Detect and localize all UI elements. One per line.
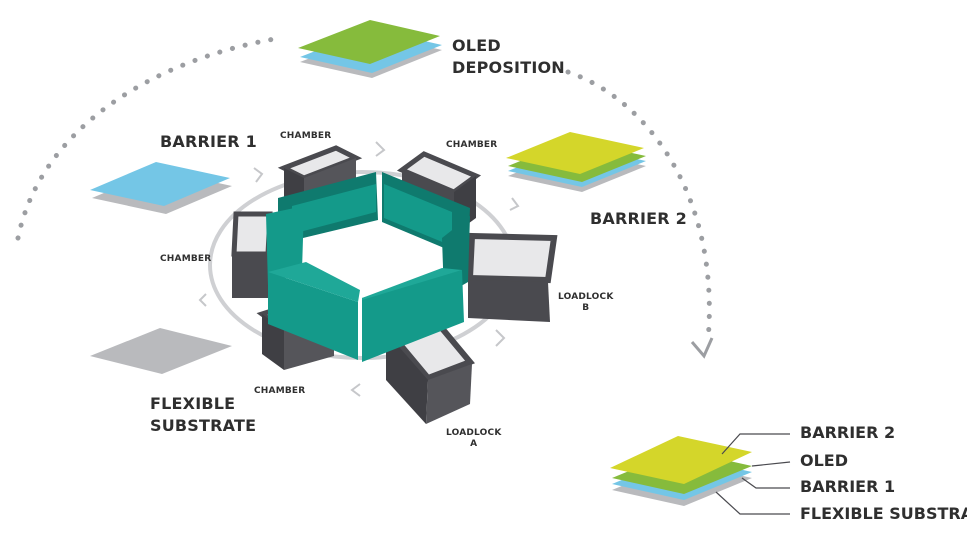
layer-stack-legend-icon xyxy=(610,436,752,506)
loadlock-a-label-line2: A xyxy=(470,439,478,449)
loadlock-a-label-line1: LOADLOCK xyxy=(446,428,502,438)
chamber-label-top-right: CHAMBER xyxy=(446,140,498,150)
flexible-substrate-label: FLEXIBLE SUBSTRATE xyxy=(150,393,256,437)
chamber-label-bottom: CHAMBER xyxy=(254,386,306,396)
legend-flexible-substrate-label: FLEXIBLE SUBSTRATE xyxy=(800,504,967,523)
flexible-substrate-label-line1: FLEXIBLE xyxy=(150,394,236,413)
legend-leader-lines xyxy=(715,433,791,515)
legend-oled-label: OLED xyxy=(800,451,849,470)
loadlock-b-label-line2: B xyxy=(582,303,590,313)
loadlock-b-label: LOADLOCK B xyxy=(558,292,614,314)
legend-barrier2-label: BARRIER 2 xyxy=(800,423,896,442)
loadlock-b-box xyxy=(466,232,558,322)
flexible-substrate-icon xyxy=(90,328,232,374)
oled-deposition-stack-icon xyxy=(298,20,442,78)
barrier2-label: BARRIER 2 xyxy=(590,209,687,228)
chamber-label-top-left: CHAMBER xyxy=(280,131,332,141)
oled-deposition-label: OLED DEPOSITION xyxy=(452,35,565,79)
legend-barrier1-label: BARRIER 1 xyxy=(800,477,896,496)
chamber-left xyxy=(231,211,273,298)
ring-arrows xyxy=(198,141,520,397)
process-arrow-head xyxy=(690,337,714,359)
process-flow-arc xyxy=(15,35,712,343)
flexible-substrate-label-line2: SUBSTRATE xyxy=(150,416,257,435)
barrier1-label: BARRIER 1 xyxy=(160,132,257,151)
loadlock-b-label-line1: LOADLOCK xyxy=(558,292,614,302)
chamber-label-left: CHAMBER xyxy=(160,254,212,264)
central-transfer-module xyxy=(266,172,470,362)
loadlock-a-label: LOADLOCK A xyxy=(446,428,502,450)
barrier2-stack-icon xyxy=(506,132,646,192)
oled-deposition-label-line2: DEPOSITION xyxy=(452,58,565,77)
barrier1-stack-icon xyxy=(90,162,232,214)
oled-deposition-label-line1: OLED xyxy=(452,36,501,55)
